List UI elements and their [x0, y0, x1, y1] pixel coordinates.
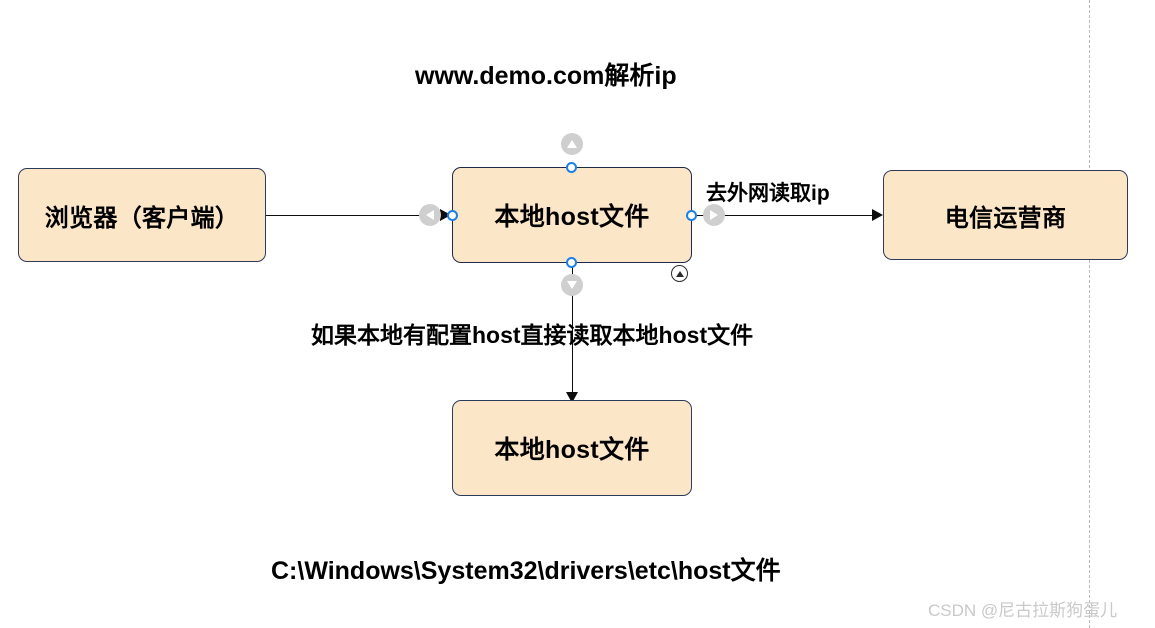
direction-arrow-down-icon[interactable]: [561, 274, 583, 296]
node-host-file-local[interactable]: 本地host文件: [452, 400, 692, 496]
direction-arrow-left-icon[interactable]: [419, 204, 441, 226]
edge-host-to-local-arrowhead: [566, 392, 578, 403]
diagram-caption-path: C:\Windows\System32\drivers\etc\host文件: [271, 557, 781, 585]
connection-point-left[interactable]: [447, 210, 458, 221]
edge-host-to-isp-line[interactable]: [695, 215, 875, 216]
edge-host-to-local-line[interactable]: [572, 262, 573, 397]
connection-point-bottom[interactable]: [566, 257, 577, 268]
edge-label-host-to-local: 如果本地有配置host直接读取本地host文件: [311, 322, 754, 348]
node-host-file-local-label: 本地host文件: [494, 436, 650, 464]
connection-point-top[interactable]: [566, 162, 577, 173]
node-browser[interactable]: 浏览器（客户端）: [18, 168, 266, 262]
node-isp[interactable]: 电信运营商: [883, 170, 1128, 260]
node-host-file-label: 本地host文件: [494, 203, 650, 231]
node-isp-label: 电信运营商: [944, 204, 1067, 232]
collapse-toggle-icon[interactable]: [671, 265, 688, 282]
edge-browser-to-host-line[interactable]: [266, 215, 442, 216]
edge-browser-to-host-arrowhead: [440, 209, 451, 221]
direction-arrow-up-icon[interactable]: [561, 133, 583, 155]
page-boundary-guide: [1089, 0, 1090, 628]
direction-arrow-right-icon[interactable]: [703, 204, 725, 226]
connection-point-right[interactable]: [686, 210, 697, 221]
node-browser-label: 浏览器（客户端）: [44, 204, 240, 232]
csdn-watermark: CSDN @尼古拉斯狗蛋儿: [928, 601, 1118, 620]
diagram-title: www.demo.com解析ip: [415, 62, 677, 90]
edge-label-host-to-isp: 去外网读取ip: [706, 182, 830, 205]
edge-host-to-isp-arrowhead: [872, 209, 883, 221]
node-host-file[interactable]: 本地host文件: [452, 167, 692, 263]
